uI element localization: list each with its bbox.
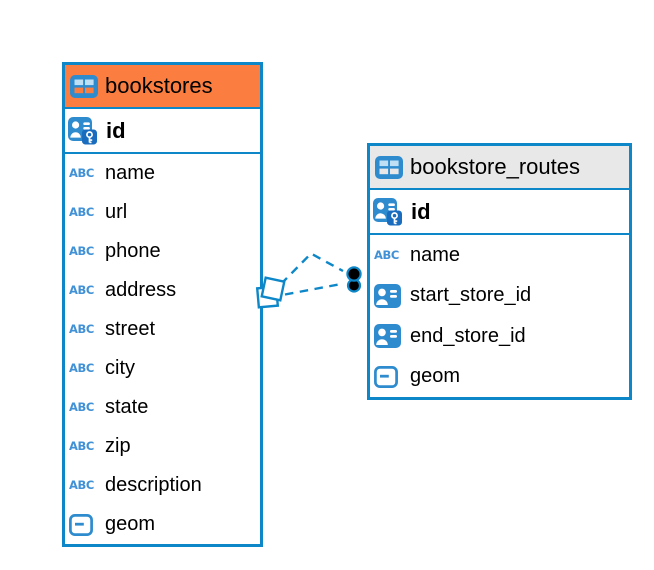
column-name: geom — [105, 513, 156, 535]
relationship-line-lower — [284, 282, 345, 296]
column-name: end_store_id — [410, 324, 526, 347]
column-name: state — [105, 396, 149, 418]
column-name: address — [105, 279, 177, 301]
column-name: id — [106, 117, 126, 143]
column-row-name[interactable]: ABC name — [65, 154, 260, 193]
text-type-icon: ABC — [69, 477, 94, 492]
column-name: name — [410, 243, 461, 266]
text-type-icon: ABC — [69, 360, 94, 375]
column-name: street — [105, 318, 156, 340]
table-name: bookstores — [105, 72, 213, 98]
column-row-zip[interactable]: ABC zip — [65, 427, 260, 466]
text-type-icon: ABC — [69, 243, 94, 258]
column-row-end-store-id[interactable]: end_store_id — [370, 316, 629, 357]
column-row-id[interactable]: id — [65, 109, 260, 154]
column-row-street[interactable]: ABC street — [65, 310, 260, 349]
column-name: id — [411, 198, 431, 224]
column-row-start-store-id[interactable]: start_store_id — [370, 276, 629, 317]
column-name: url — [105, 201, 128, 223]
table-bookstore-routes[interactable]: bookstore_routes id ABC name start_store… — [367, 143, 632, 400]
relationship-target-dot-icon[interactable] — [346, 266, 362, 293]
table-name: bookstore_routes — [410, 153, 580, 179]
column-name: phone — [105, 240, 161, 262]
table-header-bookstore-routes[interactable]: bookstore_routes — [370, 146, 629, 190]
column-name: name — [105, 162, 156, 184]
table-header-bookstores[interactable]: bookstores — [65, 65, 260, 109]
column-row-city[interactable]: ABC city — [65, 349, 260, 388]
column-row-geom[interactable]: geom — [65, 505, 260, 544]
text-type-icon: ABC — [374, 247, 399, 262]
relationship-source-diamond-icon[interactable] — [255, 276, 286, 309]
column-row-geom[interactable]: geom — [370, 357, 629, 398]
text-type-icon: ABC — [69, 399, 94, 414]
text-type-icon: ABC — [69, 438, 94, 453]
text-type-icon: ABC — [69, 204, 94, 219]
column-row-state[interactable]: ABC state — [65, 388, 260, 427]
relationship-line-upper — [280, 252, 344, 285]
column-name: start_store_id — [410, 284, 532, 307]
column-row-id[interactable]: id — [370, 190, 629, 235]
column-name: city — [105, 357, 135, 379]
table-bookstores[interactable]: bookstores id ABC name ABC url ABC phone… — [62, 62, 263, 547]
column-name: description — [105, 474, 202, 496]
text-type-icon: ABC — [69, 321, 94, 336]
column-row-name[interactable]: ABC name — [370, 235, 629, 276]
column-row-phone[interactable]: ABC phone — [65, 232, 260, 271]
column-row-address[interactable]: ABC address — [65, 271, 260, 310]
text-type-icon: ABC — [69, 165, 94, 180]
column-name: geom — [410, 365, 461, 388]
column-list: ABC name start_store_id end_store_id ge — [370, 235, 629, 397]
column-name: zip — [105, 435, 131, 457]
text-type-icon: ABC — [69, 282, 94, 297]
column-row-url[interactable]: ABC url — [65, 193, 260, 232]
column-list: ABC name ABC url ABC phone ABC address A… — [65, 154, 260, 544]
column-row-description[interactable]: ABC description — [65, 466, 260, 505]
